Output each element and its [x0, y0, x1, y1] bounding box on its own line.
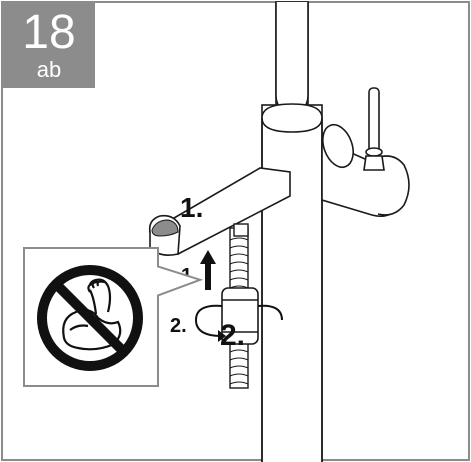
lift-arrow — [200, 250, 216, 290]
step-badge: 18 ab — [3, 3, 95, 88]
riser-lower — [261, 300, 323, 462]
holder-mount — [233, 223, 249, 237]
step-sub-label: ab — [36, 57, 62, 82]
rotate-arrow — [194, 304, 283, 337]
callout-lift-main: 1. — [180, 192, 203, 223]
rotate-arrowhead — [218, 330, 226, 342]
step-number: 18 — [22, 6, 76, 59]
riser-top — [275, 2, 309, 111]
mixer-lever — [363, 87, 385, 171]
holder-cup-shadow — [151, 219, 179, 237]
callout-rotate-right: 2. — [220, 319, 245, 352]
callout-rotate-left: 2. — [170, 315, 187, 337]
rod-clamp — [221, 287, 259, 345]
no-force-icon — [37, 265, 143, 371]
mixer-body — [321, 123, 410, 218]
